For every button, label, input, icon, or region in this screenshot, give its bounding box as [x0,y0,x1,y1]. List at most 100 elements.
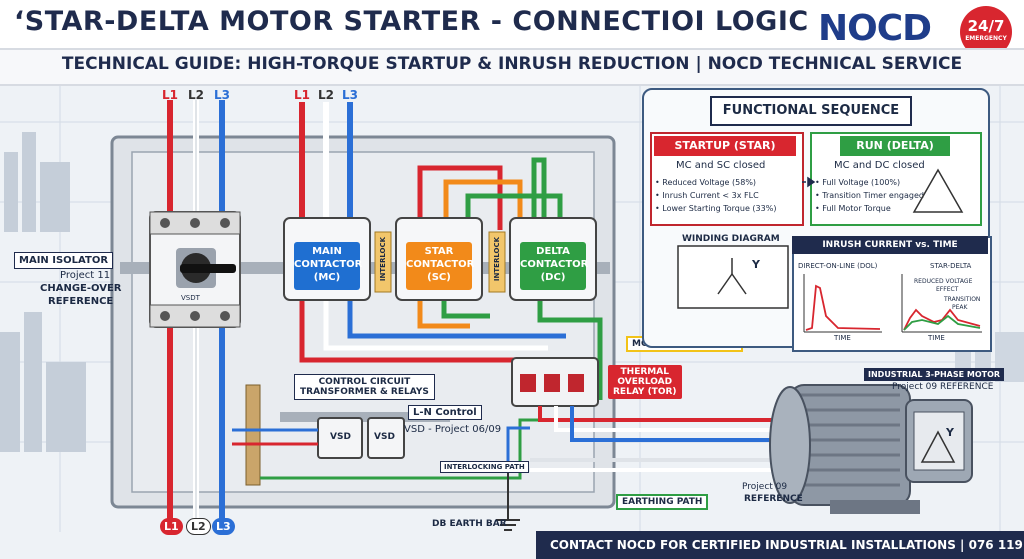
contactor-dc-label: DELTA CONTACTOR (DC) [520,245,589,284]
interlock-block-1 [374,231,392,293]
star-closed-text: MC and SC closed [676,160,766,171]
contactor-dc [509,217,597,301]
contactor-mc-line2: CONTACTOR [294,259,363,270]
motor-reference-2b: REFERENCE [744,494,803,504]
sequence-arrows [677,168,964,309]
isolator-note-2: CHANGE-OVER [40,283,122,294]
interlock-label-1: INTERLOCK [379,236,387,282]
star-bullet-2: • Inrush Current < 3x FLC [655,191,759,200]
interlock-block-2 [488,231,506,293]
delta-phase-title: RUN (DELTA) [840,136,950,156]
header-bar [0,0,1024,48]
earthing-path-label: EARTHING PATH [616,494,709,510]
delta-bullet-3: • Full Motor Torque [815,204,891,213]
inrush-annotation-1b: EFFECT [936,286,959,293]
page-subtitle: TECHNICAL GUIDE: HIGH-TORQUE STARTUP & I… [61,54,963,74]
motor-title: INDUSTRIAL 3-PHASE MOTOR [864,368,1005,381]
contactor-mc [283,217,371,301]
industrial-motor [769,384,973,514]
motor-reference-2a: Project 09 [742,482,788,492]
footer-bar [536,531,1024,559]
contactor-sc-line3: (SC) [427,272,451,283]
inrush-title: INRUSH CURRENT vs. TIME [792,236,988,254]
contactor-mc-line3: (MC) [313,272,341,283]
supply-label-top2-l1: L1 [294,88,310,102]
contactor-sc-line2: CONTACTOR [406,259,475,270]
ln-control-label: L-N Control [408,405,482,420]
star-bullet-3: • Lower Starting Torque (33%) [655,204,777,213]
terminal-block [245,384,261,486]
sd-star-curve [903,308,981,331]
contactor-mc-line1: MAIN [312,246,342,257]
relay-1-label: VSD [330,432,351,442]
footer-contact-text: CONTACT NOCD FOR CERTIFIED INDUSTRIAL IN… [550,538,1024,552]
isolator-plate: VSDT [181,294,200,302]
control-title-2: TRANSFORMER & RELAYS [300,387,429,397]
supply-label-bottom-l1: L1 [160,518,183,535]
functional-sequence-title: FUNCTIONAL SEQUENCE [710,96,912,126]
supply-label-bottom-l2: L2 [186,518,211,535]
arrow-star-to-delta [802,176,816,188]
winding-symbol: Y [752,258,760,271]
delta-closed-text: MC and DC closed [834,160,925,171]
earth-symbol [496,470,520,531]
control-circuit-label: CONTROL CIRCUIT TRANSFORMER & RELAYS [294,374,435,400]
contactor-sc [395,217,483,301]
delta-triangle-icon [912,168,964,213]
sd-delta-curve [903,314,981,331]
brand-logo: NOCD [818,8,932,49]
inrush-panel [792,236,992,352]
inrush-annotation-1a: REDUCED VOLTAGE [914,278,973,285]
delta-bullet-2: • Transition Timer engaged [815,191,924,200]
interlock-label-2: INTERLOCK [493,236,501,282]
contactor-mc-label: MAIN CONTACTOR (MC) [294,245,363,284]
contactor-sc-label: STAR CONTACTOR (SC) [406,245,475,284]
winding-diagram-title: WINDING DIAGRAM [682,234,780,244]
contactor-dc-line3: (DC) [540,272,566,283]
winding-diagram-icon [677,245,789,309]
contactor-dc-line1: DELTA [536,246,570,257]
power-wiring [299,157,603,400]
tor-line-1: THERMAL [620,367,669,377]
db-earth-bar-label: DB EARTH BAR [432,519,507,529]
supply-label-bottom-l3: L3 [212,518,235,535]
interlocking-path-label: INTERLOCKING PATH [440,461,529,473]
din-rail-bottom [280,412,450,422]
delta-bullet-1: • Full Voltage (100%) [815,178,901,187]
inrush-annotation-2b: PEAK [952,304,968,311]
isolator-note-3: REFERENCE [48,296,114,307]
control-title-1: CONTROL CIRCUIT [318,377,411,387]
supply-label-top-l2: L2 [188,88,204,102]
supply-label-top-l1: L1 [162,88,178,102]
tor-line-2: OVERLOAD [617,377,673,387]
subtitle-bar [0,48,1024,86]
page-title: ‘STAR-DELTA MOTOR STARTER - CONNECTIOI L… [14,6,809,37]
star-bullet-1: • Reduced Voltage (58%) [655,178,757,187]
motor-winding-symbol: Y [946,426,954,439]
inrush-xlabel-2: TIME [928,334,945,342]
supply-label-top2-l3: L3 [342,88,358,102]
supply-label-top-l3: L3 [214,88,230,102]
tor-line-3: RELAY (TOR) [613,387,677,397]
relay-2-label: VSD [374,432,395,442]
inrush-sd-label: STAR-DELTA [930,262,972,270]
main-isolator [149,211,241,328]
motor-feed-wiring [530,406,800,472]
control-relays [317,417,405,459]
badge-sub-text: EMERGENCY [965,35,1007,42]
dol-current-curve [805,284,881,331]
inrush-dol-label: DIRECT-ON-LINE (DOL) [798,262,878,270]
tor-label: THERMAL OVERLOAD RELAY (TOR) [608,365,682,399]
factory-silhouette-left [0,132,86,452]
inrush-chart [803,274,982,333]
vsd-project-note: VSD - Project 06/09 [404,424,502,435]
contactor-dc-line2: CONTACTOR [520,259,589,270]
star-phase-title: STARTUP (STAR) [654,136,796,156]
supply-label-top2-l2: L2 [318,88,334,102]
contactor-sc-line1: STAR [424,246,454,257]
thermal-overload-relay [511,357,599,407]
inrush-annotation-2a: TRANSITION [944,296,981,303]
main-isolator-label: MAIN ISOLATOR [14,252,114,269]
motor-reference: Project 09 REFERENCE [892,382,994,392]
